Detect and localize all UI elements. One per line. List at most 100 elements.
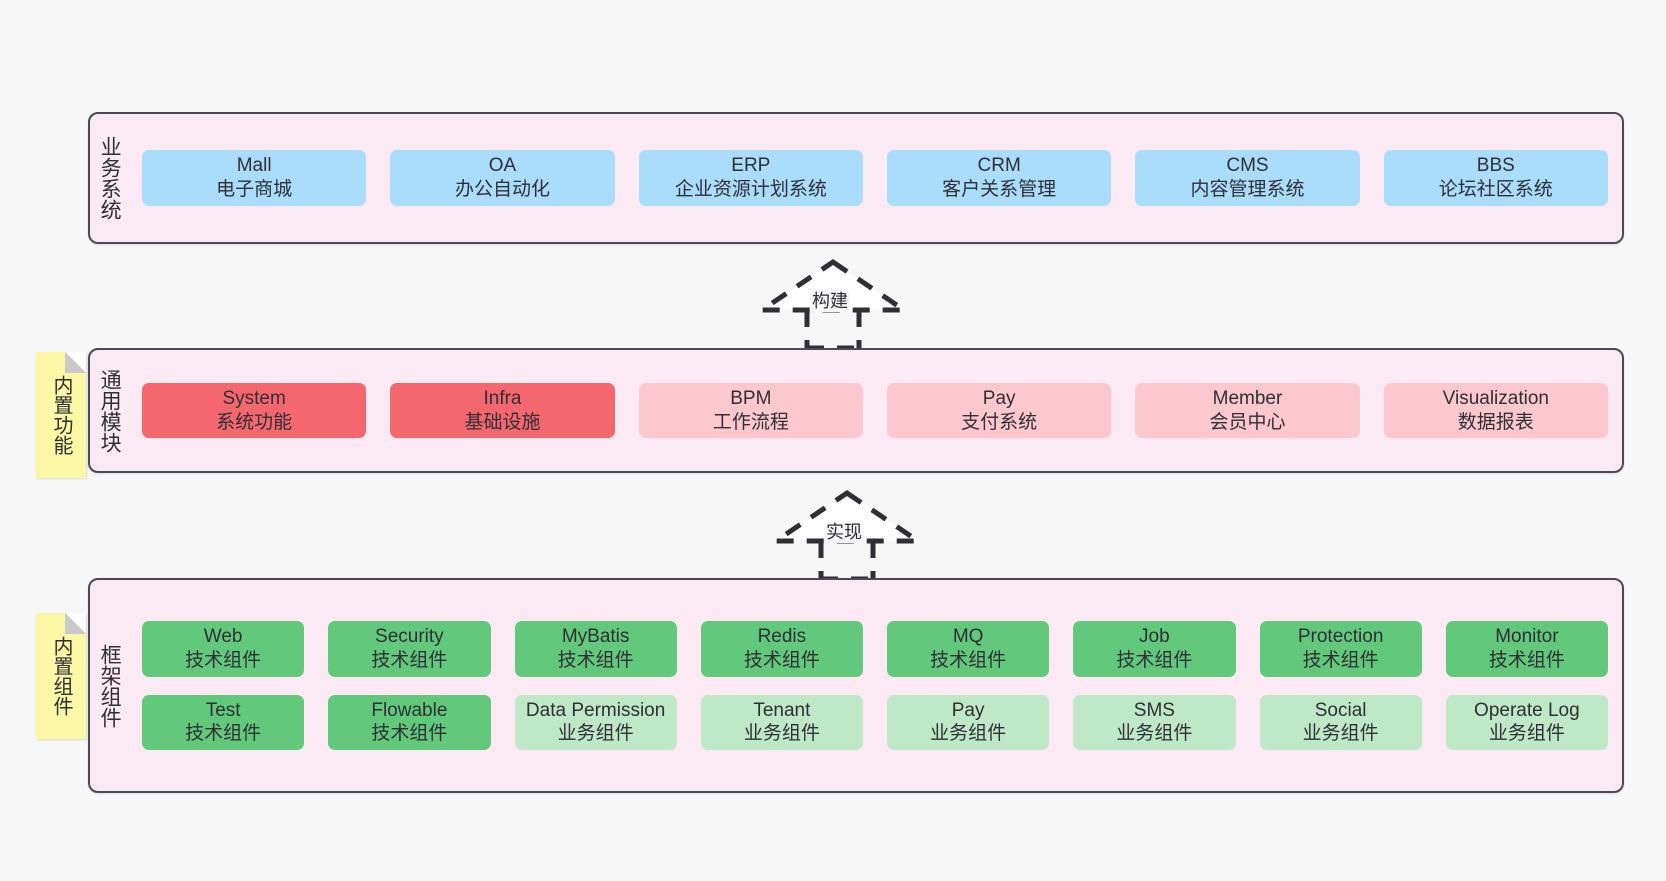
node-flowable[interactable]: Flowable 技术组件	[328, 694, 491, 750]
node-social[interactable]: Social 业务组件	[1259, 694, 1422, 750]
node-security-cn: 技术组件	[371, 649, 448, 671]
node-pay-component[interactable]: Pay 业务组件	[887, 694, 1050, 750]
node-operate-log-cn: 业务组件	[1488, 723, 1565, 745]
connector-realize: 实现	[772, 489, 922, 581]
node-web-en: Web	[203, 626, 243, 647]
node-oa-cn: 办公自动化	[454, 179, 550, 200]
node-cms[interactable]: CMS 内容管理系统	[1135, 150, 1360, 206]
node-test-en: Test	[205, 699, 241, 721]
node-system[interactable]: System 系统功能	[142, 382, 367, 439]
node-erp-en: ERP	[731, 155, 771, 177]
node-infra-en: Infra	[483, 387, 522, 409]
node-bpm-en: BPM	[730, 387, 772, 409]
node-mybatis[interactable]: MyBatis 技术组件	[514, 621, 677, 677]
node-visualization[interactable]: Visualization 数据报表	[1383, 382, 1608, 439]
node-crm-cn: 客户关系管理	[942, 179, 1057, 200]
note-fold-corner-icon	[65, 352, 86, 373]
node-bpm-cn: 工作流程	[712, 411, 789, 433]
node-mq-en: MQ	[952, 626, 984, 647]
note-builtin-features-label: 内置功能	[50, 375, 72, 455]
node-pay-component-en: Pay	[951, 699, 985, 721]
layer-business-systems-row: Mall 电子商城 OA 办公自动化 ERP 企业资源计划系统 CRM 客户关系…	[142, 150, 1608, 206]
node-flowable-en: Flowable	[371, 699, 448, 721]
node-mq[interactable]: MQ 技术组件	[887, 621, 1050, 677]
node-infra-cn: 基础设施	[464, 411, 541, 433]
node-cms-en: CMS	[1226, 155, 1269, 177]
note-builtin-components-label: 内置组件	[50, 636, 72, 716]
node-mall[interactable]: Mall 电子商城	[142, 150, 367, 206]
node-oa[interactable]: OA 办公自动化	[390, 150, 615, 206]
connector-realize-label: 实现	[824, 522, 864, 543]
layer-common-modules-row: System 系统功能 Infra 基础设施 BPM 工作流程 Pay 支付系统…	[142, 382, 1608, 439]
node-data-permission-cn: 业务组件	[557, 723, 634, 745]
node-sms-cn: 业务组件	[1116, 723, 1193, 745]
node-sms[interactable]: SMS 业务组件	[1073, 694, 1236, 750]
node-member[interactable]: Member 会员中心	[1135, 382, 1360, 439]
layer-framework-components-title: 框架组件	[98, 643, 122, 728]
note-builtin-components: 内置组件	[36, 613, 86, 739]
node-crm[interactable]: CRM 客户关系管理	[886, 150, 1112, 206]
node-redis[interactable]: Redis 技术组件	[700, 621, 863, 677]
layer-framework-components-row-tech: Web 技术组件 Security 技术组件 MyBatis 技术组件 Redi…	[142, 621, 1608, 677]
node-bbs-en: BBS	[1476, 155, 1515, 177]
node-pay-component-cn: 业务组件	[930, 723, 1007, 745]
node-mall-en: Mall	[236, 155, 272, 177]
node-mall-cn: 电子商城	[216, 179, 293, 200]
node-pay-module[interactable]: Pay 支付系统	[886, 382, 1112, 439]
node-operate-log[interactable]: Operate Log 业务组件	[1445, 694, 1608, 750]
node-erp[interactable]: ERP 企业资源计划系统	[638, 150, 863, 206]
node-social-en: Social	[1314, 699, 1367, 721]
node-web-cn: 技术组件	[185, 649, 262, 671]
node-mybatis-cn: 技术组件	[557, 649, 634, 671]
node-social-cn: 业务组件	[1302, 723, 1379, 745]
node-redis-cn: 技术组件	[743, 649, 820, 671]
node-data-permission-en: Data Permission	[525, 699, 666, 721]
node-member-en: Member	[1212, 387, 1283, 409]
node-protection[interactable]: Protection 技术组件	[1259, 621, 1422, 677]
layer-framework-components-body: Web 技术组件 Security 技术组件 MyBatis 技术组件 Redi…	[128, 580, 1622, 791]
node-operate-log-en: Operate Log	[1474, 699, 1580, 721]
node-tenant-en: Tenant	[753, 699, 811, 721]
node-sms-en: SMS	[1133, 699, 1175, 721]
node-job[interactable]: Job 技术组件	[1073, 621, 1236, 677]
connector-build-label: 构建	[810, 291, 850, 312]
layer-framework-components: 框架组件 Web 技术组件 Security 技术组件 MyBatis 技术组件…	[88, 578, 1624, 793]
node-bpm[interactable]: BPM 工作流程	[638, 382, 863, 439]
node-pay-module-cn: 支付系统	[961, 411, 1038, 433]
node-oa-en: OA	[488, 155, 517, 177]
node-infra[interactable]: Infra 基础设施	[390, 382, 615, 439]
node-visualization-en: Visualization	[1442, 387, 1549, 409]
layer-framework-components-row-biz: Test 技术组件 Flowable 技术组件 Data Permission …	[142, 694, 1608, 750]
node-bbs-cn: 论坛社区系统	[1438, 179, 1553, 200]
node-job-cn: 技术组件	[1116, 649, 1193, 671]
node-erp-cn: 企业资源计划系统	[674, 179, 827, 200]
node-tenant[interactable]: Tenant 业务组件	[700, 694, 863, 750]
node-system-cn: 系统功能	[216, 411, 293, 433]
node-protection-en: Protection	[1297, 626, 1384, 647]
node-flowable-cn: 技术组件	[371, 723, 448, 745]
node-member-cn: 会员中心	[1209, 411, 1286, 433]
node-web[interactable]: Web 技术组件	[142, 621, 305, 677]
node-monitor-cn: 技术组件	[1488, 649, 1565, 671]
node-pay-module-en: Pay	[982, 387, 1016, 409]
node-security[interactable]: Security 技术组件	[328, 621, 491, 677]
node-monitor-en: Monitor	[1495, 626, 1559, 647]
node-cms-cn: 内容管理系统	[1190, 179, 1305, 200]
node-system-en: System	[222, 387, 286, 409]
node-monitor[interactable]: Monitor 技术组件	[1445, 621, 1608, 677]
node-visualization-cn: 数据报表	[1457, 411, 1534, 433]
node-crm-en: CRM	[977, 155, 1021, 177]
node-redis-en: Redis	[757, 626, 807, 647]
layer-business-systems-title: 业务系统	[98, 136, 122, 220]
layer-common-modules: 通用模块 System 系统功能 Infra 基础设施 BPM 工作流程 Pay…	[88, 348, 1624, 473]
layer-common-modules-title: 通用模块	[98, 368, 122, 453]
node-data-permission[interactable]: Data Permission 业务组件	[514, 694, 677, 750]
node-mybatis-en: MyBatis	[561, 626, 630, 647]
node-test[interactable]: Test 技术组件	[142, 694, 305, 750]
node-bbs[interactable]: BBS 论坛社区系统	[1383, 150, 1608, 206]
layer-business-systems: 业务系统 Mall 电子商城 OA 办公自动化 ERP 企业资源计划系统 CRM…	[88, 112, 1624, 244]
layer-business-systems-body: Mall 电子商城 OA 办公自动化 ERP 企业资源计划系统 CRM 客户关系…	[128, 114, 1622, 242]
node-mq-cn: 技术组件	[930, 649, 1007, 671]
note-builtin-features: 内置功能	[36, 352, 86, 478]
